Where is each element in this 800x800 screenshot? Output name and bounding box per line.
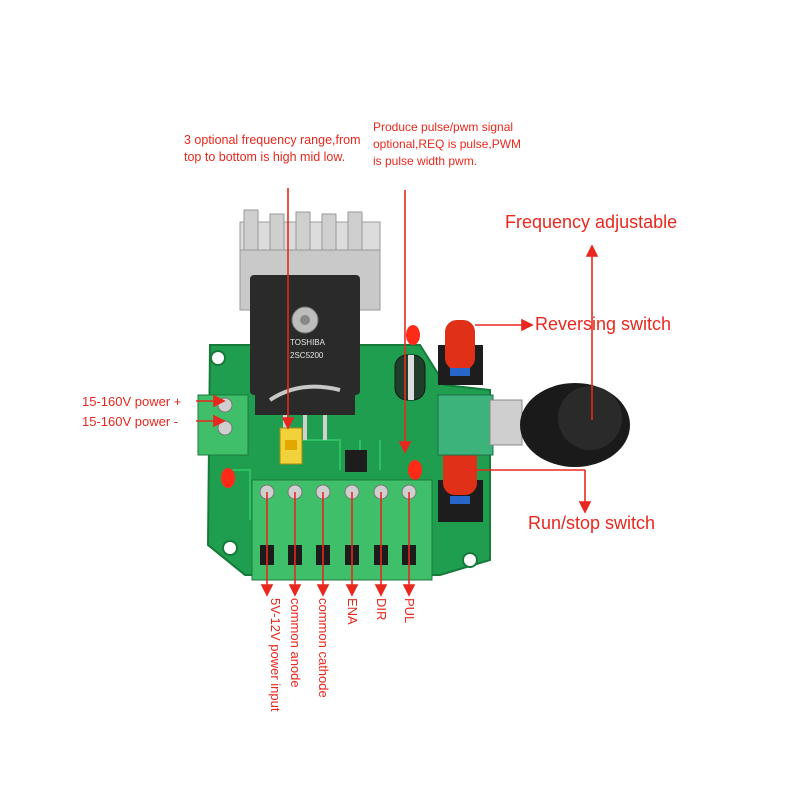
label-frequency-range: 3 optional frequency range,from top to b…	[184, 133, 361, 164]
capacitor	[394, 354, 426, 401]
label-pin-5v: 5V-12V power input	[268, 598, 283, 712]
label-pin-common-anode: common anode	[288, 598, 303, 688]
chip-brand-text: TOSHIBA	[290, 338, 326, 347]
label-frequency-adjustable: Frequency adjustable	[505, 212, 678, 232]
frequency-jumper	[279, 427, 303, 465]
annotation-lines	[196, 188, 599, 597]
leds	[221, 325, 422, 488]
label-pin-dir: DIR	[374, 598, 389, 621]
label-pin-pul: PUL	[402, 598, 417, 624]
label-power-minus: 15-160V power -	[82, 414, 179, 429]
reversing-button	[438, 320, 483, 385]
label-reversing-switch: Reversing switch	[535, 314, 672, 334]
ic-chip	[345, 450, 367, 472]
label-run-stop-switch: Run/stop switch	[528, 513, 656, 533]
label-power-plus: 15-160V power +	[82, 394, 182, 409]
run-stop-button	[438, 445, 483, 522]
signal-terminal	[251, 479, 433, 581]
chip-model-text: 2SC5200	[290, 351, 324, 360]
label-pin-ena: ENA	[345, 598, 360, 625]
potentiometer	[437, 383, 630, 467]
power-terminal	[197, 394, 249, 456]
label-pulse-mode: Produce pulse/pwm signal optional,REQ is…	[373, 120, 522, 168]
label-pin-common-cathode: common cathode	[316, 598, 331, 698]
power-transistor: TOSHIBA 2SC5200	[250, 275, 360, 440]
